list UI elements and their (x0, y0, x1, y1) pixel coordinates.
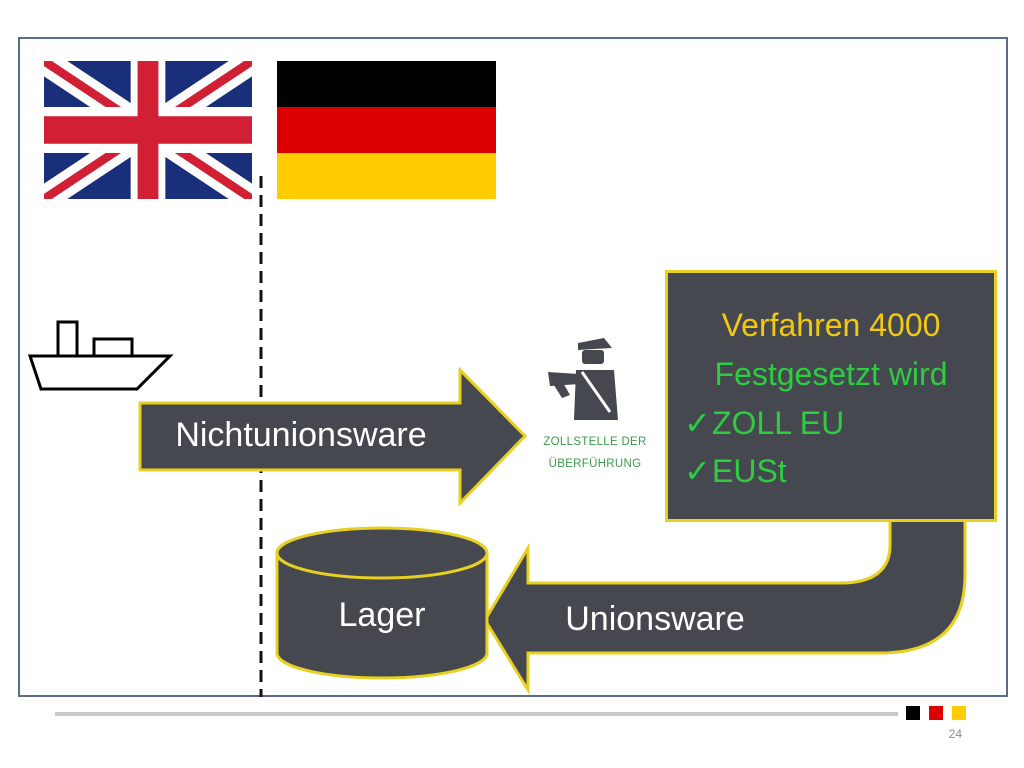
procedure-box: Verfahren 4000 Festgesetzt wird ✓ZOLL EU… (665, 270, 997, 522)
footer-square-red (929, 706, 943, 720)
union-jack-flag (44, 61, 252, 199)
procedure-subtitle: Festgesetzt wird (714, 356, 948, 392)
procedure-item: ✓EUSt (684, 452, 787, 490)
footer-square-gold (952, 706, 966, 720)
arrow-in-label: Nichtunionsware (175, 416, 427, 454)
slide-frame (18, 37, 1008, 697)
german-flag (277, 61, 496, 199)
arrow-out-label: Unionsware (565, 600, 745, 638)
storage-cylinder (275, 526, 489, 680)
arrow-out-shape (483, 518, 967, 696)
checkmark-icon: ✓ (684, 405, 711, 441)
arrow-in-shape (138, 366, 528, 507)
procedure-title: Verfahren 4000 (721, 307, 941, 343)
customs-officer-icon (548, 338, 618, 420)
customs-office-line2: ÜBERFÜHRUNG (548, 458, 642, 470)
checkmark-icon: ✓ (684, 453, 711, 489)
ship-icon (27, 320, 174, 391)
procedure-item-label: EUSt (712, 453, 787, 489)
procedure-item: ✓ZOLL EU (684, 404, 844, 442)
procedure-item-label: ZOLL EU (712, 405, 845, 441)
storage-label: Lager (338, 596, 426, 634)
customs-office-line1: ZOLLSTELLE DER (543, 436, 647, 448)
page-number: 24 (948, 727, 962, 741)
footer-square-black (906, 706, 920, 720)
